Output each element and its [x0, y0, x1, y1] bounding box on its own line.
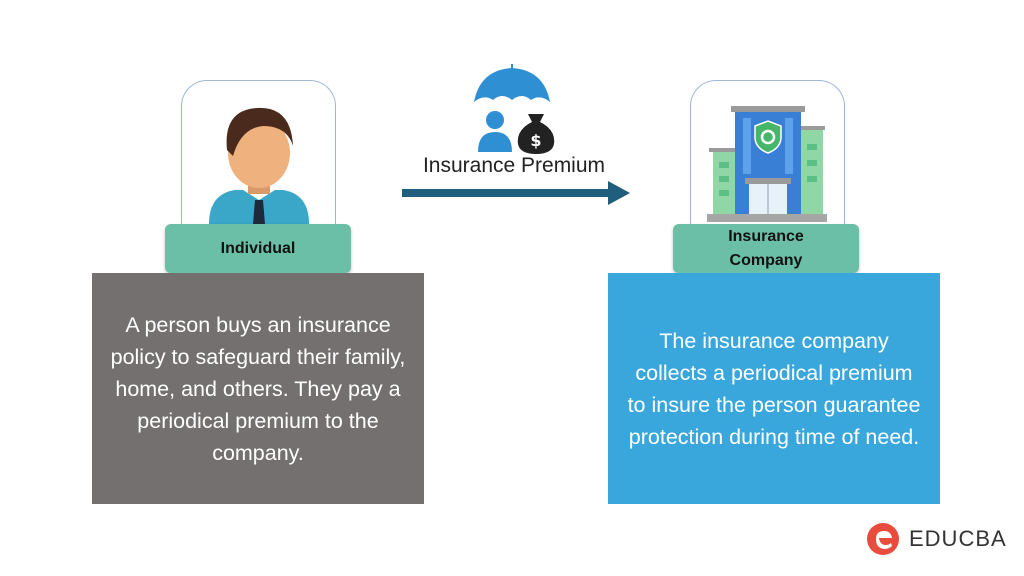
- company-description: The insurance company collects a periodi…: [608, 273, 940, 504]
- individual-label: Individual: [165, 224, 351, 273]
- brand-logo: EDUCBA: [866, 522, 1007, 556]
- flow-arrow: [402, 181, 630, 205]
- insurance-premium-icon: $: [474, 64, 555, 154]
- person-icon: [209, 107, 309, 224]
- flow-label: Insurance Premium: [422, 154, 606, 177]
- educba-logo-icon: [867, 523, 899, 555]
- brand-name: EDUCBA: [909, 526, 1007, 551]
- individual-description: A person buys an insurance policy to saf…: [92, 273, 424, 504]
- svg-text:$: $: [530, 131, 541, 150]
- company-label: Insurance Company: [673, 224, 859, 273]
- company-label-text: Insurance Company: [728, 228, 804, 269]
- building-icon: [707, 106, 827, 222]
